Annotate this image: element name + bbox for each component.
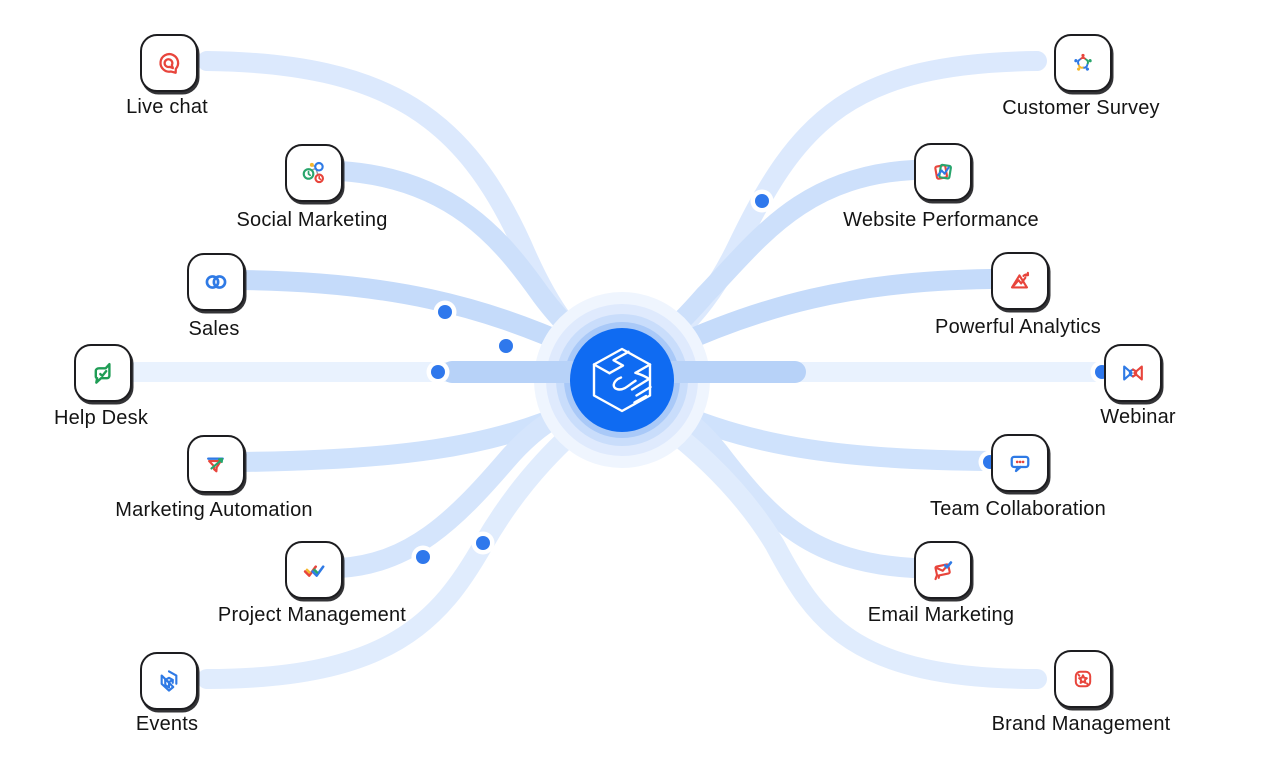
help-desk-icon [94, 363, 111, 384]
flow-dot [471, 531, 495, 555]
node-label: Brand Management [991, 713, 1171, 735]
flow-dot [750, 189, 774, 213]
node-label: Email Marketing [867, 604, 1015, 626]
app-node-help-desk[interactable] [74, 344, 132, 402]
app-node-events[interactable] [140, 652, 198, 710]
hub[interactable] [570, 328, 674, 432]
cube-handshake-icon [592, 347, 652, 413]
app-node-social-marketing[interactable] [285, 144, 343, 202]
team-collaboration-icon [1010, 455, 1030, 473]
node-label: Website Performance [843, 209, 1039, 231]
email-marketing-icon [934, 561, 953, 581]
app-node-email-marketing[interactable] [914, 541, 972, 599]
project-management-icon [303, 565, 325, 577]
live-chat-icon [159, 53, 180, 74]
node-label: Customer Survey [1002, 97, 1160, 119]
customer-survey-icon [1074, 53, 1092, 71]
flow-dot [494, 334, 518, 358]
node-label: Social Marketing [236, 209, 388, 231]
app-node-powerful-analytics[interactable] [991, 252, 1049, 310]
app-node-website-performance[interactable] [914, 143, 972, 201]
sales-icon [205, 275, 227, 289]
connector-brand-management [634, 400, 1047, 689]
website-performance-icon [934, 163, 952, 180]
node-label: Events [135, 713, 199, 735]
node-label: Webinar [1100, 406, 1176, 428]
brand-management-icon [1074, 670, 1092, 688]
app-node-marketing-automation[interactable] [187, 435, 245, 493]
node-label: Help Desk [53, 407, 149, 429]
node-label: Powerful Analytics [935, 316, 1101, 338]
app-node-webinar[interactable] [1104, 344, 1162, 402]
hub-circle [570, 328, 674, 432]
flow-dot [426, 360, 450, 384]
node-label: Project Management [217, 604, 407, 626]
node-label: Team Collaboration [930, 498, 1106, 520]
marketing-automation-icon [207, 457, 224, 473]
app-node-team-collaboration[interactable] [991, 434, 1049, 492]
node-label: Live chat [126, 96, 208, 118]
flow-dot [411, 545, 435, 569]
flow-dot [433, 300, 457, 324]
connector-sales [232, 270, 586, 358]
app-node-brand-management[interactable] [1054, 650, 1112, 708]
node-label: Marketing Automation [115, 499, 313, 521]
connector-events [197, 400, 610, 689]
node-label: Sales [188, 318, 240, 340]
social-marketing-icon [302, 161, 324, 184]
webinar-icon [1123, 365, 1143, 381]
app-node-customer-survey[interactable] [1054, 34, 1112, 92]
app-node-sales[interactable] [187, 253, 245, 311]
connector-powerful-analytics [660, 269, 1000, 358]
powerful-analytics-icon [1010, 271, 1030, 289]
events-icon [160, 670, 178, 692]
app-node-live-chat[interactable] [140, 34, 198, 92]
app-node-project-management[interactable] [285, 541, 343, 599]
